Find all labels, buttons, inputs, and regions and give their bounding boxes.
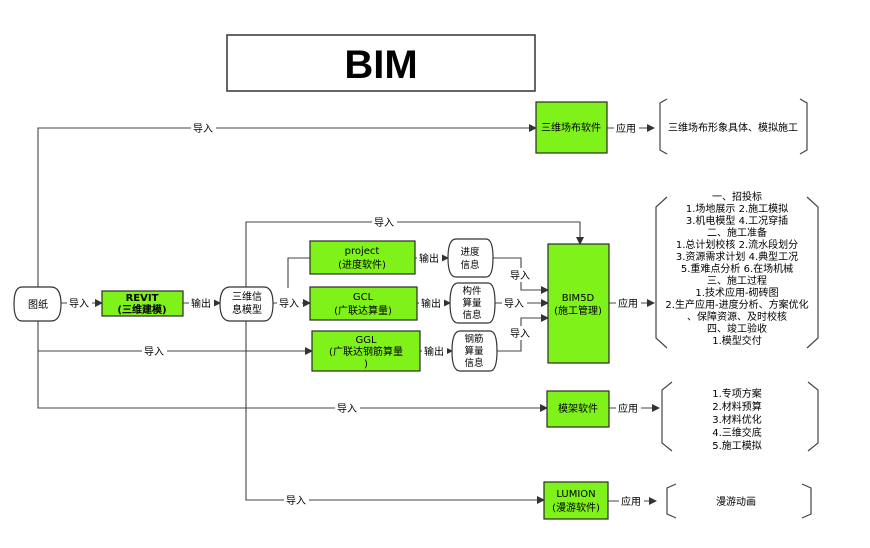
svg-text:3.机电模型 4.工况穿插: 3.机电模型 4.工况穿插 (686, 214, 788, 227)
svg-text:信息: 信息 (460, 259, 479, 271)
svg-text:1.模型交付: 1.模型交付 (712, 334, 762, 347)
label-apply-bim5d: 应用 (618, 297, 638, 310)
node-site-software: 三维场布软件 (535, 101, 608, 154)
node-revit: REVIT (三维建模) (101, 290, 184, 317)
svg-text:2.生产应用-进度分析、方案优化: 2.生产应用-进度分析、方案优化 (665, 298, 808, 311)
node-drawing: 图纸 (13, 286, 62, 322)
svg-text:(施工管理): (施工管理) (554, 304, 602, 317)
svg-text:构件: 构件 (462, 285, 482, 297)
label-import-lumion: 导入 (286, 495, 306, 507)
label-output-project: 输出 (419, 252, 439, 265)
svg-text:一、招投标: 一、招投标 (712, 190, 762, 203)
title-box (226, 34, 536, 92)
label-import-formwork: 导入 (337, 403, 357, 415)
node-3d-model: 三维信 息模型 (219, 286, 274, 322)
svg-text:三维场布形象具体、模拟施工: 三维场布形象具体、模拟施工 (668, 121, 798, 134)
node-gcl: GCL (广联达算量) (309, 286, 418, 321)
output-site: 三维场布形象具体、模拟施工 (659, 98, 808, 155)
svg-text:模架软件: 模架软件 (558, 402, 598, 415)
svg-text:算量: 算量 (462, 297, 482, 309)
node-progress-info: 进度 信息 (447, 238, 494, 278)
svg-text:1.专项方案: 1.专项方案 (712, 387, 762, 400)
label-import-gcl: 导入 (279, 298, 299, 310)
label-output-gcl: 输出 (421, 297, 441, 310)
svg-text:漫游动画: 漫游动画 (716, 495, 756, 508)
svg-text:1.场地展示 2.施工模拟: 1.场地展示 2.施工模拟 (686, 202, 788, 215)
svg-text:1.技术应用-砌砖图: 1.技术应用-砌砖图 (695, 286, 778, 299)
svg-text:进度: 进度 (460, 246, 480, 258)
svg-text:信息: 信息 (464, 357, 483, 369)
node-formwork: 模架软件 (546, 390, 610, 428)
svg-text:3.材料优化: 3.材料优化 (712, 413, 762, 426)
svg-text:BIM5D: BIM5D (562, 293, 595, 304)
label-output-ggl: 输出 (424, 345, 444, 358)
svg-text:5.重难点分析 6.在场机械: 5.重难点分析 6.在场机械 (681, 262, 793, 275)
svg-text:三维信: 三维信 (232, 290, 262, 303)
svg-text:(三维建模): (三维建模) (117, 303, 166, 316)
output-formwork: 1.专项方案 2.材料预算 3.材料优化 4.三维交底 5.施工模拟 (661, 381, 819, 452)
label-apply-site: 应用 (616, 122, 636, 135)
svg-text:): ) (364, 359, 368, 370)
label-import-revit: 导入 (69, 298, 89, 310)
svg-text:project: project (345, 246, 380, 257)
label-apply-lumion: 应用 (621, 495, 641, 508)
node-rebar-info: 钢筋 算量 信息 (451, 330, 498, 372)
svg-text:钢筋: 钢筋 (464, 333, 483, 345)
label-import-ggl: 导入 (144, 346, 164, 358)
output-bim5d: 一、招投标 1.场地展示 2.施工模拟 3.机电模型 4.工况穿插 二、施工准备… (655, 190, 819, 349)
svg-text:图纸: 图纸 (28, 298, 48, 311)
svg-text:(广联达算量): (广联达算量) (334, 304, 392, 317)
svg-text:REVIT: REVIT (126, 293, 159, 304)
svg-text:、保障资源、及时校核: 、保障资源、及时校核 (687, 310, 787, 323)
node-bim5d: BIM5D (施工管理) (547, 243, 610, 364)
svg-text:二、施工准备: 二、施工准备 (707, 226, 767, 239)
svg-text:四、竣工验收: 四、竣工验收 (707, 322, 767, 335)
svg-text:GCL: GCL (353, 292, 374, 303)
label-output-revit: 输出 (191, 297, 211, 310)
svg-text:算量: 算量 (464, 345, 484, 357)
output-lumion: 漫游动画 (666, 483, 812, 519)
label-apply-formwork: 应用 (618, 402, 638, 415)
svg-text:5.施工模拟: 5.施工模拟 (712, 439, 762, 452)
label-import-bim5d: 导入 (374, 217, 394, 229)
svg-text:三维场布软件: 三维场布软件 (541, 121, 601, 134)
node-lumion: LUMION (漫游软件) (543, 481, 609, 520)
svg-text:GGL: GGL (355, 335, 376, 346)
node-ggl: GGL (广联达钢筋算量 ) (311, 330, 421, 372)
label-import-progress: 导入 (510, 270, 530, 282)
svg-text:息模型: 息模型 (232, 303, 262, 316)
svg-text:4.三维交底: 4.三维交底 (712, 426, 762, 439)
svg-text:1.总计划校核 2.流水段划分: 1.总计划校核 2.流水段划分 (676, 238, 798, 251)
svg-text:LUMION: LUMION (556, 489, 595, 500)
edge-labels: 导入 导入 导入 输出 导入 导入 输出 输出 输出 导入 导入 导入 导入 导… (67, 121, 644, 508)
svg-text:(漫游软件): (漫游软件) (552, 501, 600, 514)
label-import-component: 导入 (504, 298, 524, 310)
diagram-title: BIM (344, 43, 417, 87)
svg-text:3.资源需求计划 4.典型工况: 3.资源需求计划 4.典型工况 (676, 250, 798, 263)
svg-text:(广联达钢筋算量: (广联达钢筋算量 (329, 345, 403, 358)
svg-text:(进度软件): (进度软件) (338, 258, 386, 271)
node-project: project (进度软件) (309, 240, 416, 275)
label-import-site: 导入 (193, 123, 213, 135)
svg-text:信息: 信息 (462, 309, 481, 321)
svg-text:2.材料预算: 2.材料预算 (712, 400, 762, 413)
svg-text:三、施工过程: 三、施工过程 (707, 274, 767, 287)
label-import-rebar: 导入 (510, 328, 530, 340)
node-component-info: 构件 算量 信息 (449, 282, 496, 324)
